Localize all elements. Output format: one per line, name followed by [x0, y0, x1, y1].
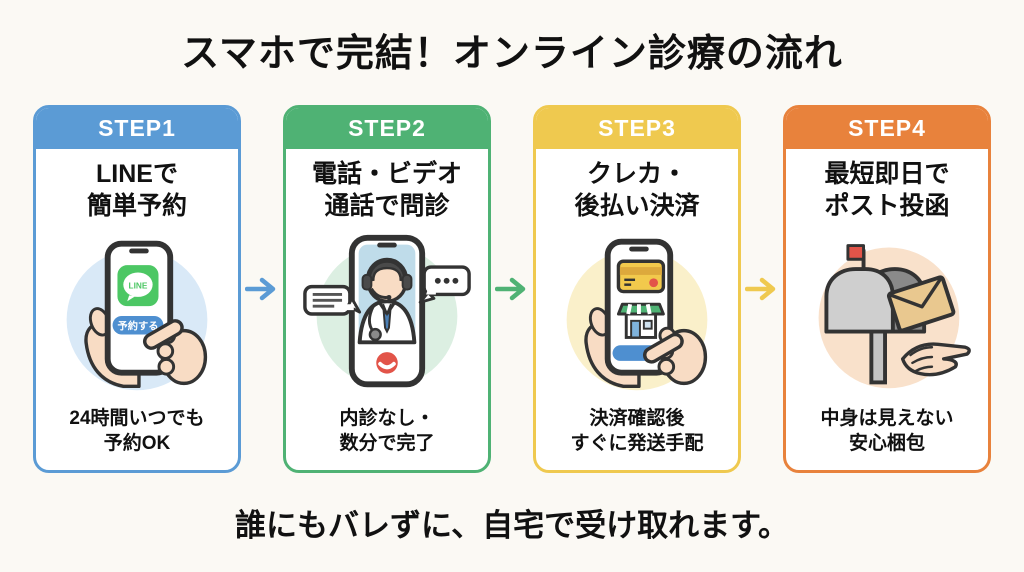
line-reservation-illustration: LINE 予約する [66, 240, 208, 391]
flow-arrow-2 [491, 105, 533, 473]
phone-notch [377, 242, 397, 248]
receiving-hand-icon [900, 342, 971, 377]
svg-text:LINE: LINE [129, 280, 148, 290]
step1-card: STEP1 LINEで 簡単予約 LINE [33, 105, 241, 473]
step2-card: STEP2 電話・ビデオ 通話で問診 [283, 105, 491, 473]
step1-header: STEP1 [36, 108, 238, 149]
step2-header: STEP2 [286, 108, 488, 149]
envelope-icon [886, 275, 956, 333]
step3-caption: 決済確認後 すぐに発送手配 [570, 407, 704, 455]
phone-notch [629, 246, 649, 252]
step4-caption: 中身は見えない 安心梱包 [820, 407, 954, 455]
pointing-hand-icon [142, 318, 208, 385]
step4-header: STEP4 [786, 108, 988, 149]
line-app-icon: LINE [117, 264, 159, 307]
step4-title: 最短即日で ポスト投函 [824, 160, 950, 220]
speech-bubble-lines-icon [303, 284, 362, 316]
step2-caption: 内診なし・ 数分で完了 [339, 407, 435, 455]
step4-card: STEP4 最短即日で ポスト投函 [783, 105, 991, 473]
step2-title: 電話・ビデオ 通話で問診 [311, 160, 462, 220]
flow-arrow-3 [741, 105, 783, 473]
mailbox-delivery-illustration [818, 243, 971, 389]
credit-card-icon [616, 259, 666, 294]
arrow-right-icon [745, 277, 776, 301]
steps-row: STEP1 LINEで 簡単予約 LINE [33, 105, 991, 473]
flow-arrow-1 [241, 105, 283, 473]
svg-text:予約する: 予約する [117, 319, 158, 332]
store-icon [616, 302, 665, 339]
arrow-right-icon [245, 277, 276, 301]
page-title: スマホで完結！オンライン診療の流れ [181, 33, 843, 75]
phone-notch [129, 248, 149, 254]
doctor-icon [357, 257, 417, 345]
smartphone-payment-illustration [566, 238, 708, 391]
step3-card: STEP3 クレカ・ 後払い決済 [533, 105, 741, 473]
footer-note: 誰にもバレずに、自宅で受け取れます。 [235, 508, 789, 543]
step1-caption: 24時間いつでも 予約OK [69, 407, 205, 455]
doctor-video-call-illustration [303, 234, 471, 388]
reserve-button: 予約する [112, 315, 164, 335]
step3-header: STEP3 [536, 108, 738, 149]
end-call-icon [376, 351, 398, 374]
speech-bubble-dots-icon [418, 265, 471, 304]
step3-title: クレカ・ 後払い決済 [574, 160, 700, 220]
arrow-right-icon [495, 277, 526, 301]
mailbox-flag-icon [846, 243, 866, 261]
step1-title: LINEで 簡単予約 [86, 160, 187, 220]
pointing-hand-icon [642, 326, 708, 385]
